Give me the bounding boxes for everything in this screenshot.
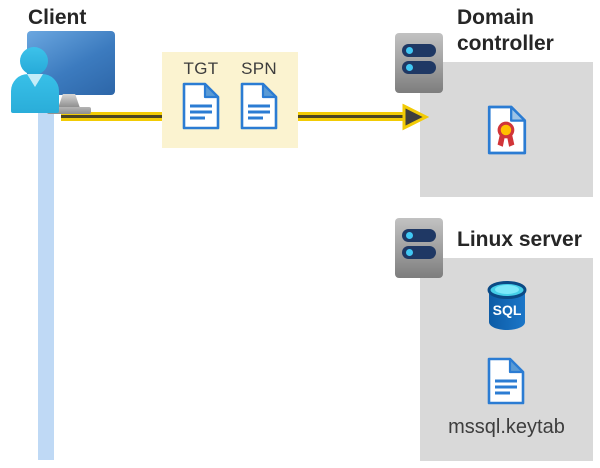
tgt-ticket: TGT [179,59,223,130]
client-user-icon [20,47,48,75]
server-drive-icon [402,229,436,242]
linux-server-box: SQL mssql.keytab [420,258,593,461]
keytab-filename-label: mssql.keytab [448,416,565,438]
server-drive-icon [402,61,436,74]
spn-ticket: SPN [237,59,281,130]
server-drive-icon [402,44,436,57]
monitor-stand-base-icon [47,107,91,114]
ticket-box: TGT SPN [162,52,298,148]
certificate-icon [487,105,526,154]
server-led-icon [406,249,413,256]
server-drive-icon [402,246,436,259]
auth-request-arrowhead-icon [402,103,429,131]
linux-server-label: Linux server [457,228,582,251]
spn-document-icon [240,82,278,130]
domain-controller-box [420,62,593,197]
server-led-icon [406,47,413,54]
server-led-icon [406,64,413,71]
sql-database-icon: SQL [487,281,527,330]
domain-controller-label: Domain controller [457,6,554,55]
spn-label: SPN [241,59,277,78]
server-led-icon [406,232,413,239]
monitor-stand-icon [58,94,80,108]
domain-controller-server-icon [395,33,443,93]
tgt-label: TGT [183,59,219,78]
client-connection-line [38,96,54,460]
tgt-document-icon [182,82,220,130]
linux-server-icon [395,218,443,278]
client-label: Client [28,6,87,29]
sql-text: SQL [493,302,522,318]
keytab-document-icon [487,357,525,405]
